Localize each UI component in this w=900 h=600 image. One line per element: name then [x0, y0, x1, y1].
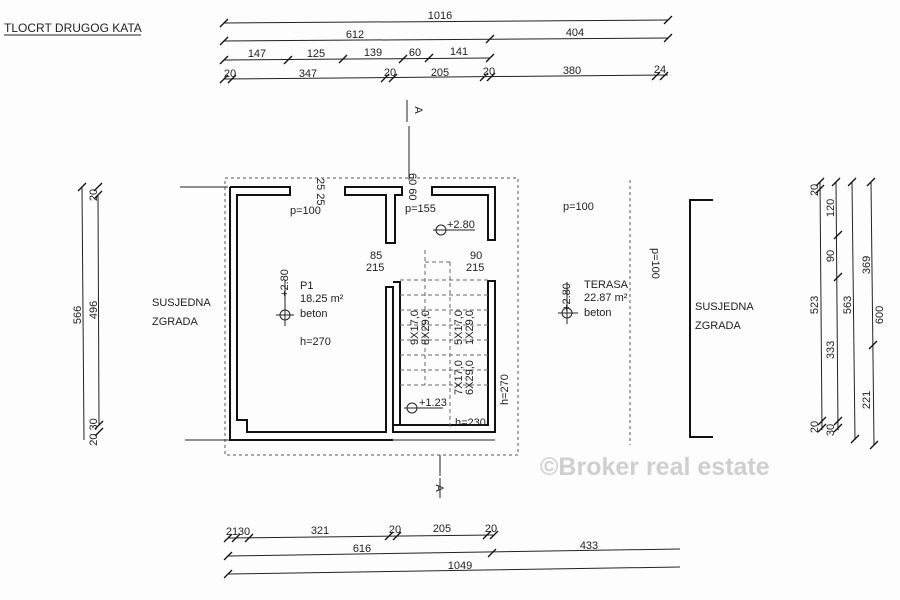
- p1-wall-dim: 25 25: [314, 178, 326, 206]
- dim-bottom-205: 205: [433, 523, 451, 535]
- door-left-height: 215: [366, 262, 384, 274]
- dim-top-347: 347: [299, 68, 317, 80]
- dim-right-221: 221: [861, 391, 873, 409]
- dim-bottom-1049: 1049: [448, 560, 472, 572]
- dim-right-563: 563: [842, 296, 854, 314]
- stairs: [400, 250, 490, 430]
- svg-text:A: A: [433, 484, 445, 492]
- door-left-width: 85: [370, 250, 382, 262]
- room-p1: 25 25 p=100 P1 18.25 m² beton h=270 +2.8…: [276, 178, 344, 348]
- p1-parapet: p=100: [290, 205, 321, 217]
- dim-right-600: 600: [874, 306, 886, 324]
- dim-top-20b: 20: [384, 67, 396, 79]
- dim-top-612: 612: [346, 29, 364, 41]
- dim-bottom-321: 321: [311, 525, 329, 537]
- stair-height: h=230: [455, 417, 486, 429]
- svg-text:30: 30: [825, 424, 837, 436]
- dim-top-380: 380: [563, 65, 581, 77]
- p1-height: h=270: [300, 336, 331, 348]
- dim-left-20-30: 20 30: [88, 418, 100, 446]
- neighbor-right-line2: ZGRADA: [695, 320, 742, 332]
- terasa-area: 22.87 m²: [584, 292, 628, 304]
- door-right-height: 215: [466, 262, 484, 274]
- slab-outline: [224, 177, 519, 456]
- section-marker-bottom: A: [433, 455, 445, 498]
- neighbor-right-line1: SUSJEDNA: [695, 301, 754, 313]
- dim-top-20a: 20: [224, 68, 236, 80]
- stair-parapet: p=155: [405, 203, 436, 215]
- stair-level-bottom: +1.23: [419, 397, 447, 409]
- dim-right-523: 523: [809, 296, 821, 314]
- dim-right-369: 369: [861, 256, 873, 274]
- dim-top-141: 141: [450, 46, 468, 58]
- dim-bottom-433: 433: [580, 540, 598, 552]
- dim-bottom-30: 30: [238, 526, 250, 538]
- p1-area: 18.25 m²: [300, 293, 344, 305]
- svg-text:20: 20: [809, 184, 821, 196]
- dim-bottom-20a: 20: [389, 524, 401, 536]
- dim-top-125: 125: [307, 48, 325, 60]
- terasa-parapet: p=100: [563, 201, 594, 213]
- neighbor-right-outline: [689, 199, 713, 438]
- dim-top-139: 139: [364, 47, 382, 59]
- dim-top-60: 60: [409, 47, 421, 59]
- svg-text:7X17,0: 7X17,0: [453, 360, 465, 395]
- left-dimensions: 566 496 20 20 30: [72, 182, 104, 446]
- terasa-name: TERASA: [584, 279, 629, 291]
- svg-text:8X29,0: 8X29,0: [420, 310, 432, 345]
- walls: [229, 186, 496, 441]
- section-marker-top: A: [406, 100, 424, 180]
- svg-text:1X29,0: 1X29,0: [464, 310, 476, 345]
- dim-top-total: 1016: [428, 10, 452, 22]
- dim-bottom-21: 21: [226, 526, 238, 538]
- dim-left-496: 496: [88, 301, 100, 319]
- svg-text:9X17,0: 9X17,0: [409, 310, 421, 345]
- svg-text:5X17,0: 5X17,0: [453, 310, 465, 345]
- terasa-parapet-side: p=100: [649, 248, 661, 279]
- dim-right-333: 333: [825, 341, 837, 359]
- dim-top-147: 147: [248, 48, 266, 60]
- terasa-floor: beton: [584, 307, 612, 319]
- neighbor-left-line2: ZGRADA: [152, 316, 199, 328]
- svg-text:A: A: [412, 106, 424, 114]
- watermark: ©Broker real estate: [540, 453, 770, 481]
- dim-right-90: 90: [825, 250, 837, 262]
- svg-text:20: 20: [809, 421, 821, 433]
- dim-right-120: 120: [825, 199, 837, 217]
- svg-text:6X29,0: 6X29,0: [464, 360, 476, 395]
- stair-height-right: h=270: [499, 374, 511, 405]
- dim-top-20c: 20: [483, 66, 495, 78]
- stair-wall-dim: 60 60: [406, 173, 418, 201]
- dim-top-205: 205: [431, 67, 449, 79]
- dim-top-404: 404: [566, 27, 584, 39]
- dim-left-566: 566: [72, 306, 84, 324]
- stair-level-top: +2.80: [447, 219, 475, 231]
- top-dimensions: 1016 612 404 147 125 139 60 141 20 347 2…: [219, 10, 673, 84]
- dim-top-24: 24: [654, 64, 666, 76]
- bottom-dimensions: 21 30 321 20 205 20 616 433 1049: [223, 523, 681, 579]
- door-right-width: 90: [470, 250, 482, 262]
- room-stair: 60 60 p=155 +2.80 85 215 90 215 9X17,0 8…: [366, 173, 511, 429]
- plan-title: TLOCRT DRUGOG KATA: [4, 21, 142, 35]
- p1-floor: beton: [300, 308, 328, 320]
- right-dimensions: 20 523 120 90 333 563 369 600 221 20 30: [809, 177, 886, 450]
- neighbor-left-line1: SUSJEDNA: [152, 297, 211, 309]
- room-terasa: p=100 p=100 TERASA 22.87 m² beton +2.80: [558, 180, 661, 445]
- dim-bottom-20b: 20: [485, 523, 497, 535]
- dim-left-20: 20: [88, 189, 100, 201]
- p1-name: P1: [300, 280, 313, 292]
- dim-bottom-616: 616: [353, 543, 371, 555]
